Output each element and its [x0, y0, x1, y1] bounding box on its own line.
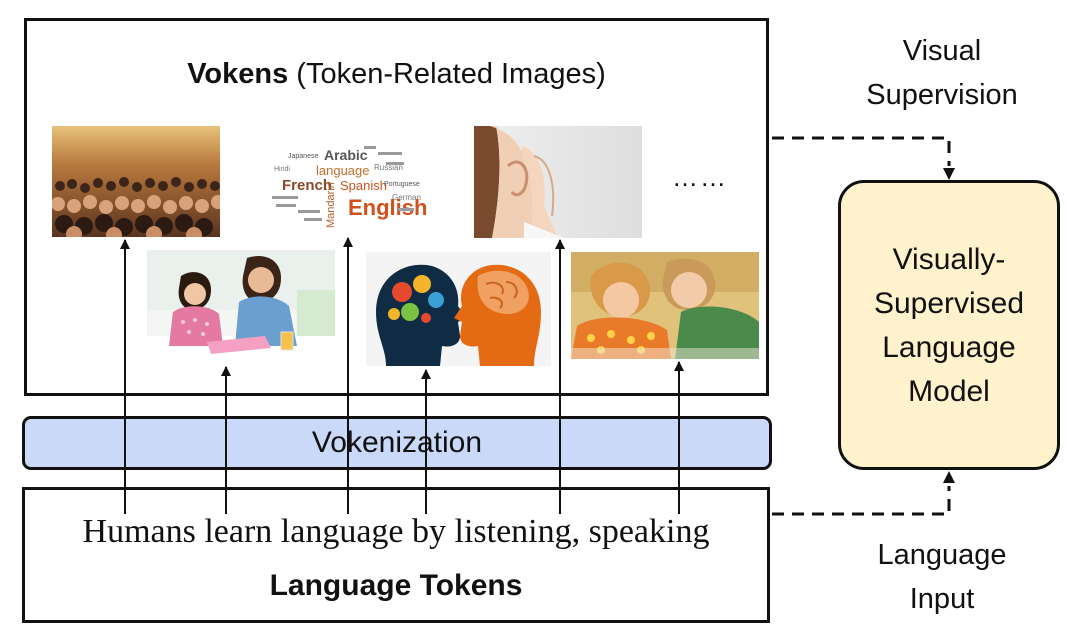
language-input-label: Language Input — [822, 533, 1062, 621]
language-tokens-box — [22, 487, 770, 623]
language-tokens-label: Language Tokens — [269, 569, 523, 602]
dashed-visual-supervision — [772, 136, 951, 166]
model-label-line4: Model — [908, 375, 990, 408]
model-label-line2: Supervised — [873, 287, 1025, 320]
speaking-image — [571, 252, 759, 359]
wordcloud-language: language — [316, 163, 370, 178]
visual-supervision-line2: Supervision — [866, 79, 1018, 111]
arrowhead-visual-supervision — [943, 168, 955, 180]
ellipsis: …… — [672, 162, 728, 192]
wordcloud-english: English — [348, 195, 427, 220]
wordcloud-mandarin: Mandarin — [325, 182, 337, 228]
wordcloud-image: Japanese Arabic Russian Hindi language F… — [268, 124, 428, 236]
brain-image — [366, 252, 551, 366]
wordcloud-russian: Russian — [374, 163, 403, 172]
listening-image — [474, 126, 642, 238]
language-input-line1: Language — [877, 539, 1007, 571]
visual-supervision-line1: Visual — [902, 35, 982, 67]
wordcloud-french: French — [282, 177, 332, 194]
wordcloud-hindi: Hindi — [274, 166, 290, 173]
arrowhead-language-input — [943, 471, 955, 483]
token-sentence: Humans learn language by listening, spea… — [82, 513, 710, 550]
wordcloud-spanish: Spanish — [340, 178, 387, 193]
vokenization-bar — [22, 416, 772, 470]
model-label-line1: Visually- — [892, 243, 1006, 276]
crowd-image — [52, 126, 220, 237]
vokens-title-rest: (Token-Related Images) — [288, 58, 606, 90]
dashed-language-input — [772, 486, 951, 516]
learning-image — [147, 250, 335, 361]
vokens-title-bold: Vokens — [187, 58, 289, 90]
wordcloud-german: German — [392, 193, 421, 202]
vokenization-label: Vokenization — [311, 426, 483, 459]
model-label-line3: Language — [882, 331, 1016, 364]
language-input-line2: Input — [909, 583, 975, 615]
vokens-title: Vokens (Token-Related Images) — [24, 56, 769, 92]
model-label: Visually- Supervised Language Model — [838, 238, 1060, 414]
visual-supervision-label: Visual Supervision — [822, 29, 1062, 117]
wordcloud-japanese: Japanese — [288, 153, 318, 160]
model-box — [838, 180, 1060, 470]
wordcloud-portuguese: Portuguese — [384, 181, 420, 188]
wordcloud-arabic: Arabic — [324, 147, 368, 163]
